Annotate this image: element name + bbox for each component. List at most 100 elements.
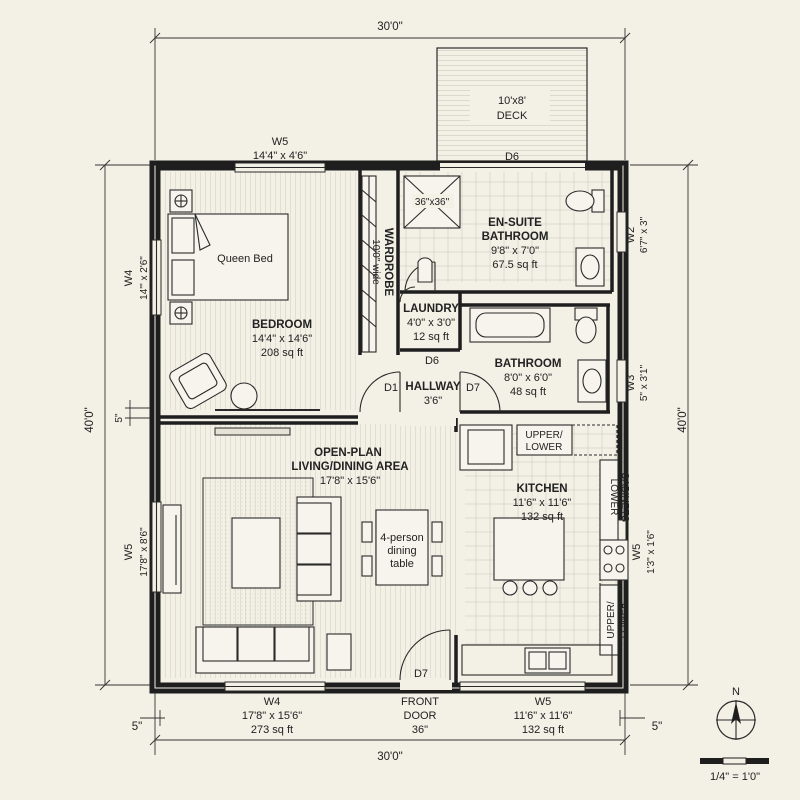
window-w5-top-tag: W5 [272, 136, 289, 148]
compass-icon [716, 700, 756, 740]
stove [599, 539, 629, 581]
window-w4-left-size: 14'" x 2'6" [139, 256, 150, 300]
cabinet-label-right-2: LOWER [618, 602, 629, 639]
top-width-dimension: 30'0" [377, 21, 402, 33]
window-w5-left-tag: W5 [123, 544, 135, 561]
dimension-lines [95, 28, 698, 755]
ensuite-size: 9'8" x 7'0" [491, 245, 539, 257]
scale-label: 1/4" = 1'0" [710, 771, 760, 783]
window-w5-left-size: 17'8" x 8'6" [139, 527, 150, 577]
window-w4-bottom-tag: W4 [264, 696, 281, 708]
kitchen-island [493, 517, 565, 596]
main-sofa [195, 626, 315, 674]
armchair [169, 352, 227, 410]
dining-table [361, 509, 443, 586]
bottom-width-dimension: 30'0" [377, 751, 402, 763]
ensuite-name-1: EN-SUITE [488, 217, 542, 229]
deck-size-label: 10'x8' [498, 95, 526, 107]
refrigerator [459, 424, 513, 471]
bottom-right-offset-dimension: 5" [652, 721, 662, 733]
front-door-label-1: FRONT [401, 696, 439, 708]
bathroom-name: BATHROOM [495, 358, 562, 370]
cabinet-label-lower-1: LOWER [608, 479, 619, 516]
window-w4-left-tag: W4 [123, 270, 135, 287]
bathroom-sink [577, 359, 607, 403]
window-w5-right-size: 1'3" x 1'6" [646, 530, 657, 574]
wardrobe-name: WARDROBE [382, 228, 394, 297]
bathroom-size: 8'0" x 6'0" [504, 372, 552, 384]
coffee-table [231, 517, 281, 589]
window-w5-top-size: 14'4" x 4'6" [253, 150, 307, 162]
living-tv [214, 427, 291, 436]
nightstand-bottom [169, 301, 193, 325]
nightstand-top [169, 189, 193, 213]
living-window-seat [162, 504, 182, 594]
bedroom-size: 14'4" x 14'6" [252, 333, 312, 345]
wardrobe-width: 10'0" wide [370, 239, 381, 285]
kitchen-cabinets [461, 424, 619, 676]
window-w5-bottom-tag: W5 [535, 696, 552, 708]
window-w2-right-size: 6'7" x 3" [639, 216, 650, 253]
living-side-table [326, 633, 352, 671]
window-w3-right-tag: W3 [625, 375, 637, 392]
ensuite-area: 67.5 sq ft [492, 259, 537, 271]
window-w5-bottom-size: 11'6" x 11'6" [514, 710, 573, 722]
cabinet-label-top-1: UPPER/ [525, 430, 562, 441]
window-w2-right-tag: W2 [625, 227, 637, 244]
bathroom-toilet [574, 307, 598, 344]
door-d7-hall: D7 [466, 382, 480, 394]
dining-label-3: table [390, 558, 414, 570]
side-table [230, 382, 258, 410]
ensuite-wc-small [417, 257, 433, 283]
wardrobe [361, 175, 377, 353]
cabinet-label-right-1: UPPER/ [606, 601, 617, 638]
bathtub [469, 307, 551, 343]
window-w4-bottom-size: 17'8" x 15'6" [242, 710, 302, 722]
cabinet-label-lower-2: CABINETS [619, 472, 630, 522]
living-size: 17'8" x 15'6" [320, 475, 380, 487]
left-offset-dimension: 5" [114, 413, 125, 423]
bedroom-area: 208 sq ft [261, 347, 303, 359]
side-sofa [296, 496, 342, 602]
right-height-dimension: 40'0" [677, 407, 689, 432]
kitchen-sink [524, 647, 571, 674]
queen-bed [167, 213, 289, 301]
living-name-2: LIVING/DINING AREA [291, 461, 408, 473]
bedroom-name: BEDROOM [252, 319, 312, 331]
hallway-name: HALLWAY [405, 381, 460, 393]
queen-bed-label: Queen Bed [217, 253, 273, 265]
laundry-area: 12 sq ft [413, 331, 449, 343]
doors [359, 261, 501, 690]
kitchen-name: KITCHEN [516, 483, 567, 495]
ensuite-sink [575, 247, 605, 287]
kitchen-size: 11'6" x 11'6" [513, 497, 572, 509]
dining-label-1: 4-person [380, 532, 423, 544]
scale-bar [700, 757, 769, 765]
kitchen-area: 132 sq ft [521, 511, 563, 523]
door-d6-top: D6 [505, 151, 519, 163]
laundry-name: LAUNDRY [403, 303, 459, 315]
window-w5-right-tag: W5 [631, 544, 643, 561]
bottom-left-offset-dimension: 5" [132, 721, 142, 733]
dining-label-2: dining [387, 545, 416, 557]
shower-size: 36"x36" [415, 197, 450, 208]
cabinet-label-top-2: LOWER [526, 442, 563, 453]
ensuite-name-2: BATHROOM [482, 231, 549, 243]
door-d6-laundry: D6 [425, 355, 439, 367]
door-d1: D1 [384, 382, 398, 394]
front-door-label-3: 36" [412, 724, 428, 736]
ensuite-shower [403, 175, 461, 229]
deck [436, 47, 588, 167]
left-height-dimension: 40'0" [84, 407, 96, 432]
window-w4-bottom-area: 273 sq ft [251, 724, 293, 736]
window-w5-bottom-area: 132 sq ft [522, 724, 564, 736]
ensuite-toilet [565, 189, 605, 213]
north-label: N [732, 686, 740, 698]
living-name-1: OPEN-PLAN [314, 447, 382, 459]
front-door-label-2: DOOR [404, 710, 437, 722]
deck-label: DECK [497, 110, 528, 122]
hallway-width: 3'6" [424, 395, 442, 407]
door-d7-front: D7 [414, 668, 428, 680]
window-w3-right-size: 5" x 3'1" [639, 364, 650, 401]
